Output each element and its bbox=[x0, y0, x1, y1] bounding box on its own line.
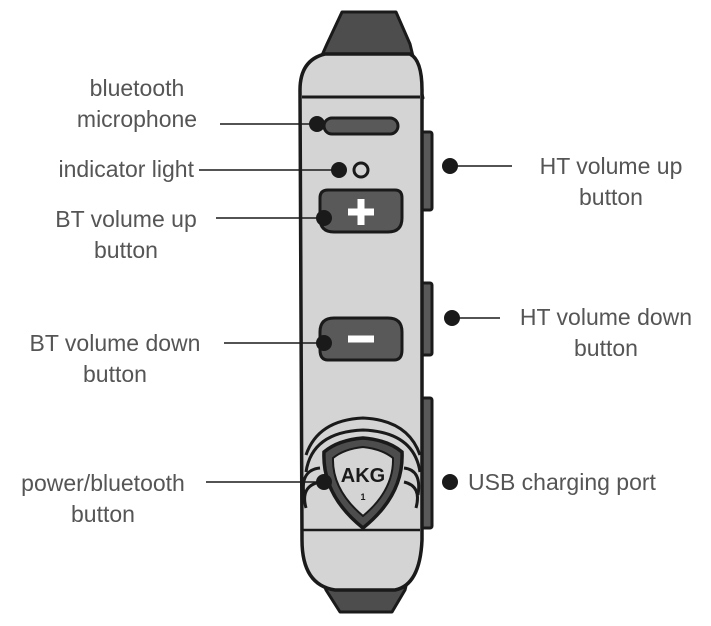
label-bt-volume-down: BT volume down button bbox=[29, 330, 201, 387]
label-indicator-light: indicator light bbox=[58, 156, 194, 182]
label-bluetooth-microphone: bluetooth microphone bbox=[76, 75, 198, 132]
pointer-ht-volume-up bbox=[442, 158, 458, 174]
logo-inner-shield bbox=[331, 445, 395, 518]
pointer-indicator-light bbox=[331, 162, 347, 178]
pointer-bt-volume-up bbox=[316, 210, 332, 226]
indicator-light bbox=[352, 161, 370, 179]
bluetooth-microphone-slot bbox=[322, 116, 400, 136]
pointer-ht-volume-down bbox=[444, 310, 460, 326]
label-usb-charging-port: USB charging port bbox=[468, 469, 656, 495]
plus-icon bbox=[348, 199, 374, 225]
label-bt-volume-up: BT volume up button bbox=[55, 206, 197, 263]
label-ht-volume-down: HT volume down button bbox=[519, 304, 693, 361]
pointer-usb-charging-port bbox=[442, 474, 458, 490]
logo-number: 1 bbox=[360, 492, 365, 502]
pointer-bluetooth-microphone bbox=[309, 116, 325, 132]
label-power-bluetooth: power/bluetooth button bbox=[21, 470, 185, 527]
pointer-power-bluetooth bbox=[316, 474, 332, 490]
label-ht-volume-up: HT volume up button bbox=[539, 153, 683, 210]
logo-text: AKG bbox=[341, 465, 385, 487]
pointer-bt-volume-down bbox=[316, 335, 332, 351]
